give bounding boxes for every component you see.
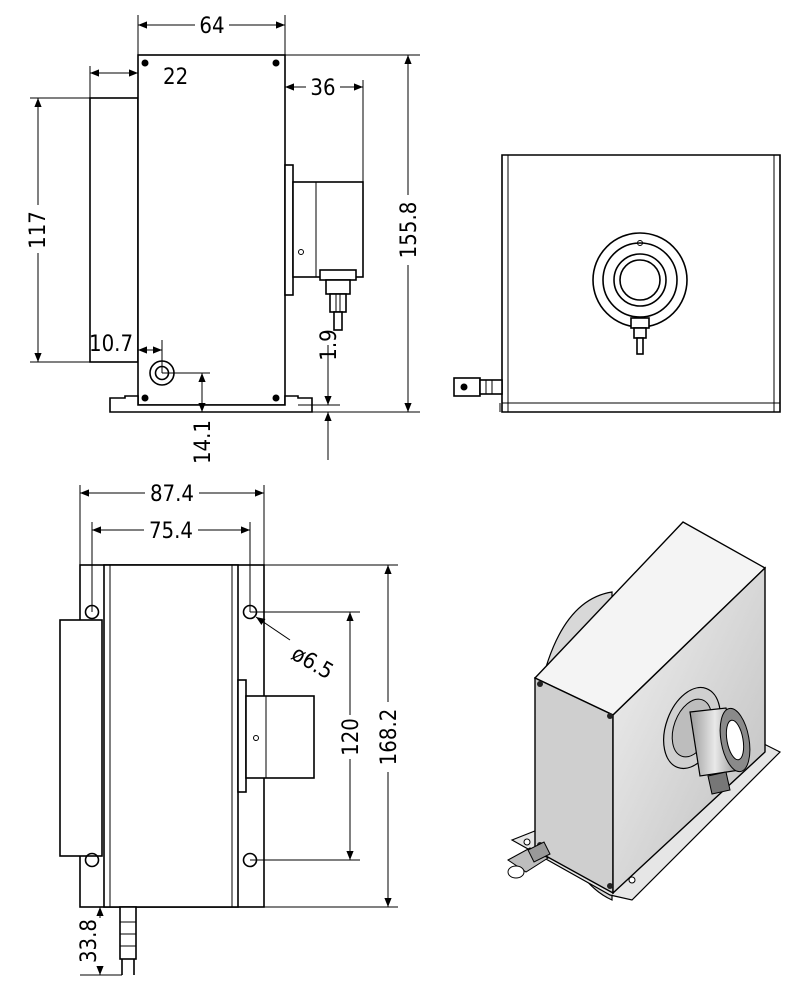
dim-top-width: 64 bbox=[199, 14, 224, 39]
top-encoder-body bbox=[245, 695, 315, 779]
top-cable bbox=[119, 906, 137, 960]
top-encoder-flange bbox=[237, 679, 247, 793]
dim-cable-exit: 33.8 bbox=[77, 919, 102, 963]
isometric-view bbox=[507, 521, 782, 901]
dim-overall-length: 168.2 bbox=[377, 709, 402, 766]
dim-base-gap: 1.9 bbox=[317, 329, 342, 360]
top-drum bbox=[59, 619, 103, 857]
encoder-flange bbox=[284, 164, 294, 296]
main-housing bbox=[137, 54, 286, 406]
dim-side-offset: 22 bbox=[163, 65, 188, 90]
dim-bottom-overall-width: 87.4 bbox=[150, 482, 194, 507]
top-view: 87.4 75.4 ø6.5 120 168.2 33.8 bbox=[59, 480, 402, 976]
corner-screws bbox=[141, 59, 280, 402]
dim-hole-height: 14.1 bbox=[191, 420, 216, 464]
dim-connector-depth: 36 bbox=[310, 76, 335, 101]
side-view bbox=[453, 154, 781, 413]
dim-total-height: 155.8 bbox=[397, 202, 422, 259]
connector-nut bbox=[319, 269, 357, 281]
dim-left-height: 117 bbox=[26, 211, 51, 249]
iso-cable-exit bbox=[507, 841, 551, 879]
encoder-body bbox=[292, 181, 364, 278]
dim-hole-spacing: 120 bbox=[339, 718, 364, 756]
dim-hole-diameter: ø6.5 bbox=[287, 642, 337, 685]
iso-left-face bbox=[534, 676, 614, 895]
side-drum bbox=[89, 97, 139, 363]
dim-hole-offset-x: 10.7 bbox=[89, 332, 133, 357]
side-housing bbox=[501, 154, 781, 413]
top-housing bbox=[103, 564, 239, 908]
front-view: 64 22 36 117 155.8 10.7 1.9 14 bbox=[25, 12, 422, 464]
dim-bottom-inner-width: 75.4 bbox=[149, 519, 193, 544]
